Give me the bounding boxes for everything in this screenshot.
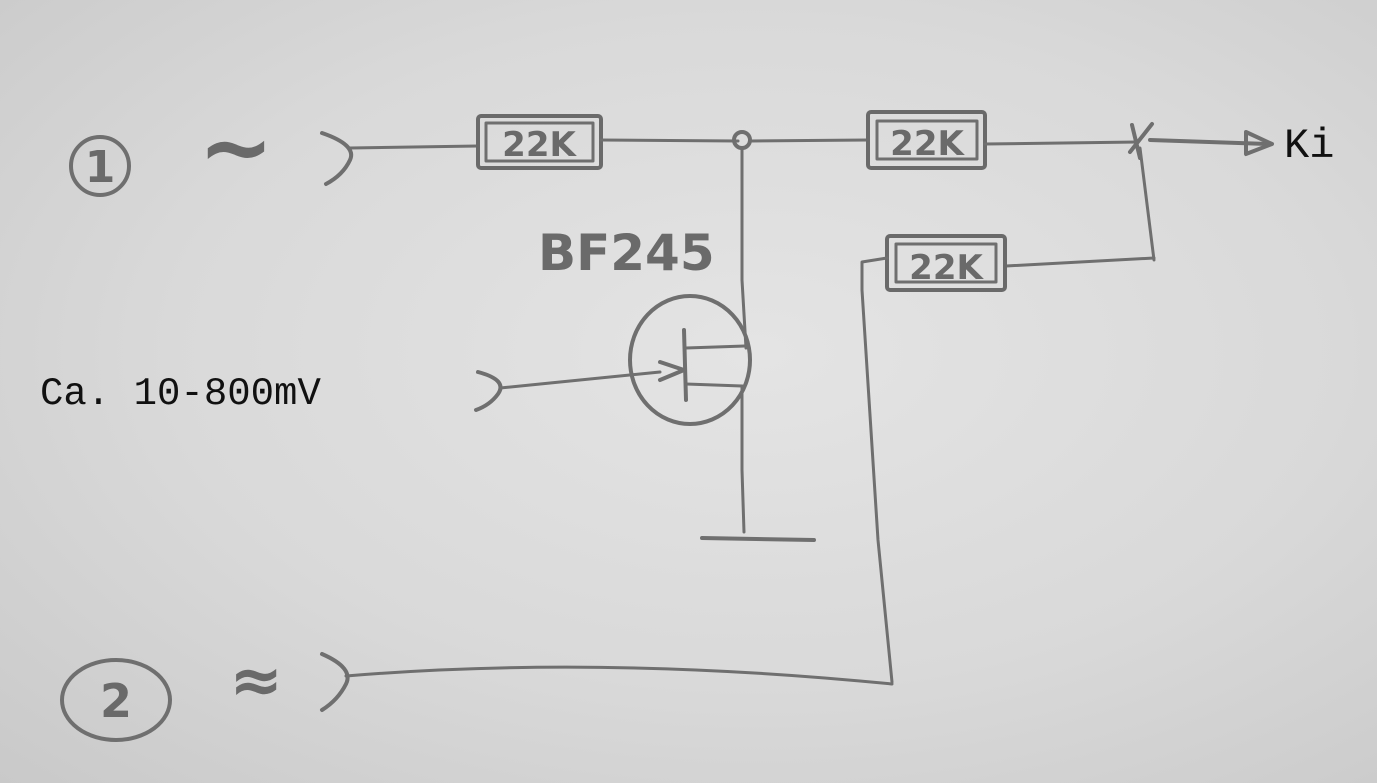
input-1-marker: 1 [69,135,131,197]
input-2-marker: 2 [60,658,172,742]
resistor-2: 22K [866,110,987,170]
input-1-circle [69,135,131,197]
input-2-number: 2 [100,674,132,728]
wire-input1-r1 [348,144,480,150]
jfet-transistor-icon [628,294,752,426]
wire-output-down [1138,146,1156,262]
output-wire [1148,138,1270,146]
output-label: Ki [1284,122,1334,170]
control-voltage-label: Ca. 10-800mV [40,372,321,416]
ground-icon [700,536,816,542]
resistor-1-value: 22K [502,125,577,165]
input-1-number: 1 [85,142,116,193]
input-2-ac-symbol: ≈ [229,644,283,718]
wire-r2-output [983,140,1140,146]
input-2-circle [60,658,172,742]
resistor-2-value: 22K [890,124,965,164]
input-1-ac-symbol: ~ [198,95,273,200]
wire-r3-down [860,256,894,684]
output-arrow-icon [1244,130,1274,156]
resistor-1: 22K [476,114,603,170]
wire-input2 [344,665,894,686]
resistor-3: 22K [885,234,1007,292]
wire-junction-drain [740,146,748,350]
output-node-mark [1128,122,1154,160]
input-1-jack-icon [320,131,354,186]
input-2-jack-icon [320,652,350,712]
wire-r1-junction [599,138,740,143]
wire-control-gate [498,370,662,390]
wire-junction-r2 [748,138,870,143]
wire-r3-output [1004,256,1156,268]
transistor-label: BF245 [538,224,715,282]
wire-source-ground [740,384,746,534]
resistor-3-value: 22K [909,248,984,288]
control-input-jack-icon [474,370,503,412]
